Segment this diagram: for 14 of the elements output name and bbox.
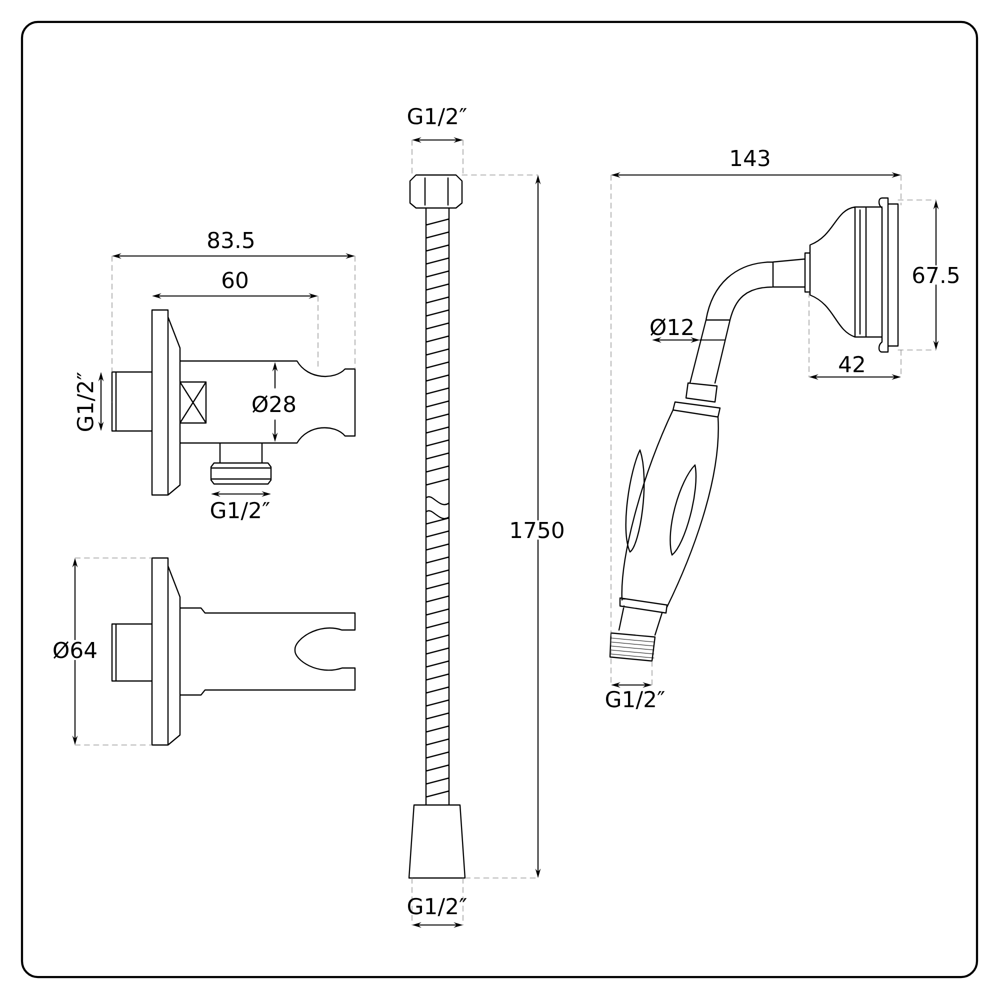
dimension-label: G1/2″: [211, 502, 270, 520]
dimension-label: Ø64: [51, 640, 99, 660]
dimension-label: G1/2″: [606, 690, 665, 710]
dimension-label: G1/2″: [408, 108, 467, 126]
dimension-label: 1750: [508, 520, 566, 540]
dimension-label: 83.5: [208, 232, 254, 248]
dimension-label: 42: [839, 356, 864, 372]
dimension-label: Ø28: [250, 394, 298, 414]
dimension-label: 143: [732, 150, 770, 166]
dimension-label: Ø12: [650, 318, 692, 336]
dimension-label: G1/2″: [408, 898, 467, 916]
dimension-label: 60: [222, 272, 248, 288]
dimension-label: G1/2″: [76, 372, 96, 431]
dimension-label: 67.5: [910, 265, 962, 285]
